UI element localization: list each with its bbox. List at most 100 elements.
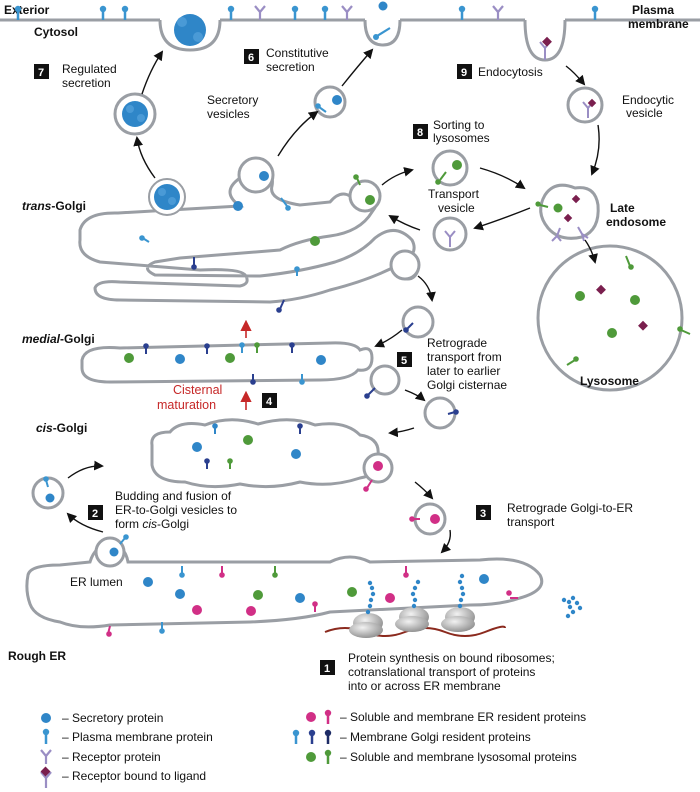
svg-text:Retrograde: Retrograde (427, 336, 487, 350)
svg-text:5: 5 (401, 355, 407, 367)
step-2: 2 Budding and fusion of ER-to-Golgi vesi… (88, 489, 237, 531)
svg-text:Sorting to: Sorting to (433, 118, 485, 132)
pathway-arrows (66, 48, 600, 554)
late-endosome (535, 183, 600, 242)
endocytic-vesicle (566, 86, 604, 124)
svg-text:– Membrane Golgi resident prot: – Membrane Golgi resident proteins (340, 730, 531, 744)
svg-text:Endocytosis: Endocytosis (478, 65, 543, 79)
step-3: 3 Retrograde Golgi-to-ER transport (476, 501, 633, 529)
svg-text:lysosomes: lysosomes (433, 131, 490, 145)
plasma-membrane-protein-icon (291, 5, 299, 20)
lysosome-label: Lysosome (580, 374, 639, 388)
svg-text:8: 8 (417, 127, 423, 139)
receptor-protein-icon (40, 749, 52, 764)
plasma-membrane-protein-icon (99, 5, 107, 20)
rough-er-label: Rough ER (8, 649, 66, 663)
secreted-protein (378, 1, 388, 11)
svg-text:secretion: secretion (266, 60, 315, 74)
svg-text:form cis-Golgi: form cis-Golgi (115, 517, 189, 531)
secretory-vesicles-label-2: vesicles (207, 107, 250, 121)
plasma-membrane-label-1: Plasma (632, 3, 674, 17)
legend-item-plasma-membrane: – Plasma membrane protein (42, 728, 213, 744)
exterior-label: Exterior (4, 3, 50, 17)
plasma-membrane (0, 18, 700, 62)
transport-vesicle (431, 149, 469, 187)
endocytic-vesicle-label-2: vesicle (626, 106, 663, 120)
cytosol-label: Cytosol (34, 25, 78, 39)
er-resident-protein-icon (306, 709, 332, 724)
svg-text:– Receptor protein: – Receptor protein (62, 750, 161, 764)
step-8: 8 Sorting to lysosomes (413, 118, 490, 145)
medial-golgi-label: medial-Golgi (22, 332, 95, 346)
bound-ribosomes (324, 573, 583, 638)
svg-text:Golgi cisternae: Golgi cisternae (427, 378, 507, 392)
receptor-protein-icon (254, 5, 266, 20)
svg-text:ER-to-Golgi vesicles to: ER-to-Golgi vesicles to (115, 503, 237, 517)
retrograde-vesicle-medial (423, 396, 459, 430)
plasma-membrane-protein-icon (321, 5, 329, 20)
svg-text:Protein synthesis on bound rib: Protein synthesis on bound ribosomes; (348, 651, 555, 665)
svg-text:Regulated: Regulated (62, 62, 117, 76)
receptor-ligand-icon (40, 766, 52, 788)
svg-text:– Soluble and membrane lysosom: – Soluble and membrane lysosomal protein… (340, 750, 577, 764)
retrograde-vesicle-trans (401, 305, 435, 339)
cisternal-maturation-label-2: maturation (157, 398, 216, 412)
svg-text:1: 1 (324, 663, 330, 675)
svg-text:transport from: transport from (427, 350, 502, 364)
plasma-membrane-protein-icon (121, 5, 129, 20)
legend-item-receptor: – Receptor protein (40, 749, 161, 764)
svg-text:secretion: secretion (62, 76, 111, 90)
transport-vesicle-label-1: Transport (428, 187, 480, 201)
late-endosome-label-2: endosome (606, 215, 666, 229)
legend-item-lysosomal: – Soluble and membrane lysosomal protein… (306, 749, 577, 764)
legend-item-er-resident: – Soluble and membrane ER resident prote… (306, 709, 586, 724)
step-1: 1 Protein synthesis on bound ribosomes; … (320, 651, 555, 693)
secretory-vesicles-label-1: Secretory (207, 93, 258, 107)
svg-text:– Soluble and membrane ER resi: – Soluble and membrane ER resident prote… (340, 710, 586, 724)
svg-text:Constitutive: Constitutive (266, 46, 329, 60)
golgi-to-er-vesicle (409, 502, 447, 536)
svg-text:6: 6 (248, 52, 254, 64)
svg-text:into or across ER membrane: into or across ER membrane (348, 679, 501, 693)
step-5: 5 Retrograde transport from later to ear… (397, 336, 507, 392)
svg-text:Budding and fusion of: Budding and fusion of (115, 489, 232, 503)
svg-text:7: 7 (38, 67, 44, 79)
cisternal-maturation-label-1: Cisternal (173, 383, 222, 397)
lysosomal-protein-icon (306, 749, 332, 764)
er-to-golgi-vesicle (31, 476, 65, 510)
legend-item-golgi-resident: – Membrane Golgi resident proteins (292, 729, 531, 744)
late-endosome-label-1: Late (610, 201, 635, 215)
transport-vesicle-label-2: vesicle (438, 201, 475, 215)
legend-item-receptor-ligand: – Receptor bound to ligand (40, 766, 206, 788)
trans-golgi-label: trans-Golgi (22, 199, 86, 213)
legend: – Secretory protein – Plasma membrane pr… (40, 709, 586, 788)
membrane-proteins-exterior (14, 5, 599, 20)
svg-text:– Plasma membrane protein: – Plasma membrane protein (62, 730, 213, 744)
svg-text:2: 2 (92, 508, 98, 520)
plasma-membrane-protein-icon (14, 5, 22, 20)
svg-text:– Receptor bound to ligand: – Receptor bound to ligand (62, 769, 206, 783)
legend-item-secretory: – Secretory protein (41, 711, 163, 725)
step-4: 4 (262, 393, 277, 408)
secreted-aggregate (174, 14, 206, 46)
plasma-membrane-protein-icon (458, 5, 466, 20)
er-lumen-label: ER lumen (70, 575, 123, 589)
endocytic-vesicle-label-1: Endocytic (622, 93, 674, 107)
step-9: 9 Endocytosis (457, 64, 543, 79)
lysosome (536, 244, 691, 392)
cis-golgi-cisterna (150, 418, 394, 492)
regulated-secretory-vesicle (113, 92, 157, 136)
svg-text:cotranslational transport of p: cotranslational transport of proteins (348, 665, 535, 679)
svg-text:– Secretory protein: – Secretory protein (62, 711, 163, 725)
plasma-membrane-protein-icon (591, 5, 599, 20)
svg-text:Retrograde Golgi-to-ER: Retrograde Golgi-to-ER (507, 501, 633, 515)
medial-golgi-cisterna (80, 341, 401, 399)
step-7: 1 7 Regulated secretion (34, 62, 117, 90)
plasma-membrane-protein-icon (42, 728, 50, 744)
secretory-protein-icon (41, 713, 51, 723)
plasma-membrane-label-2: membrane (628, 17, 689, 31)
svg-text:4: 4 (266, 396, 273, 408)
svg-text:3: 3 (480, 508, 486, 520)
constitutive-secretory-vesicle (313, 85, 347, 119)
